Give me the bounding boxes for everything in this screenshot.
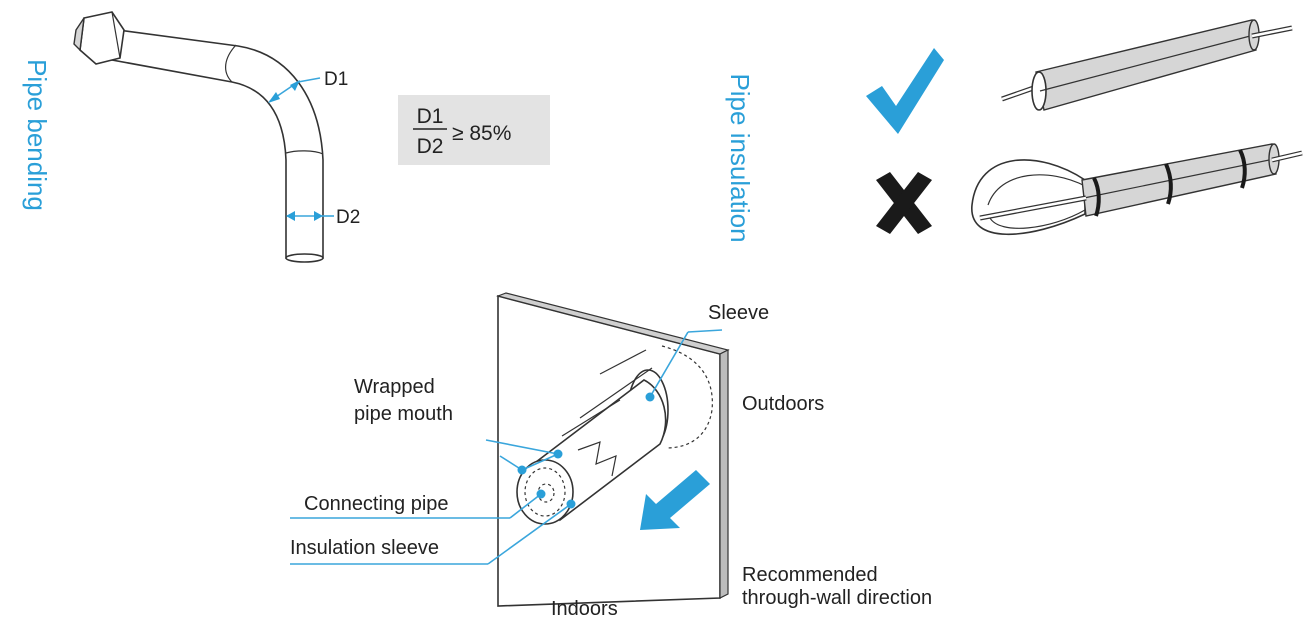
formula-numerator: D1: [417, 105, 444, 128]
d2-label: D2: [336, 207, 360, 228]
checkmark-icon: [866, 48, 944, 134]
pipe-insulation-title: Pipe insulation: [725, 73, 755, 242]
direction-label-line2: through-wall direction: [742, 587, 932, 609]
wrapped-pipe-mouth-label-line2: pipe mouth: [354, 403, 453, 425]
bent-pipe-illustration: [73, 11, 324, 263]
insulation-sleeve-label: Insulation sleeve: [290, 537, 439, 559]
formula-box: [398, 95, 550, 165]
wrapped-pipe-mouth-label-line1: Wrapped: [354, 376, 435, 398]
d1-label: D1: [324, 69, 348, 90]
pipe-bending-title: Pipe bending: [22, 59, 52, 211]
direction-label-line1: Recommended: [742, 564, 878, 586]
connecting-pipe-label: Connecting pipe: [304, 493, 449, 515]
d1-dimension: [268, 77, 321, 103]
formula-relation: ≥ 85%: [452, 122, 511, 145]
correct-insulated-pipe: [1001, 19, 1293, 111]
cross-icon: [876, 172, 932, 234]
outdoors-label: Outdoors: [742, 393, 824, 415]
leader-lines: [290, 329, 723, 565]
through-wall-direction-arrow: [640, 470, 710, 530]
formula-denominator: D2: [417, 135, 444, 158]
wall-sleeve-and-pipe: [516, 345, 713, 525]
d2-dimension: [286, 211, 334, 221]
sleeve-label: Sleeve: [708, 302, 769, 324]
indoors-label: Indoors: [551, 598, 618, 620]
incorrect-insulated-pipe: [971, 143, 1303, 236]
